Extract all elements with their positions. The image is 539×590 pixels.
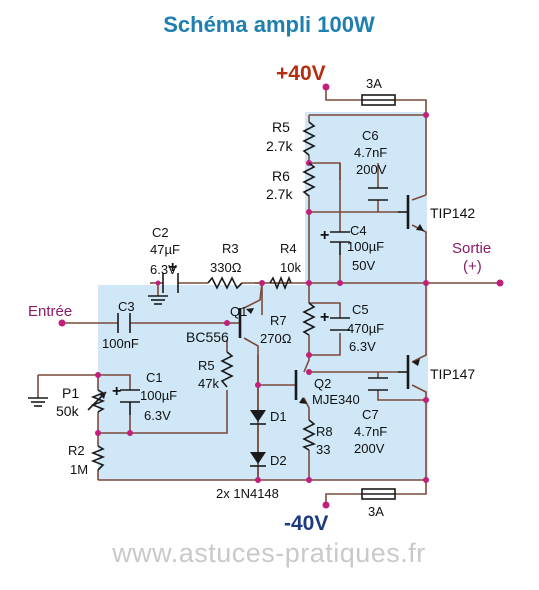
r5-bottom-ref: R5 (198, 358, 215, 373)
q2-ref: Q2 (314, 376, 331, 391)
transistor-tip142-symbol (398, 195, 424, 231)
fuse-top-symbol (361, 94, 396, 106)
c6-value: 4.7nF (354, 145, 387, 160)
resistor-r7-symbol (302, 302, 316, 336)
input-label: Entrée (28, 303, 72, 320)
resistor-r6-symbol (302, 162, 316, 197)
resistor-r4-symbol (269, 275, 292, 291)
c2-voltage: 6.3V (150, 262, 177, 277)
p1-ref: P1 (62, 385, 79, 401)
c2-ref: C2 (152, 225, 169, 240)
diode-d2-symbol (250, 452, 266, 467)
c1-value: 100µF (140, 388, 177, 403)
resistor-r2-symbol (90, 445, 106, 471)
tip142-label: TIP142 (430, 205, 475, 221)
c7-ref: C7 (362, 407, 379, 422)
ground-c2-symbol (148, 295, 168, 305)
watermark: www.astuces-pratiques.fr (111, 538, 426, 568)
q2-part: MJE340 (312, 392, 360, 407)
resistor-r5-top-symbol (302, 121, 316, 156)
c3-value: 100nF (102, 336, 139, 351)
c4-value: 100µF (347, 239, 384, 254)
fuse-bottom-label: 3A (368, 504, 384, 519)
diode-d1-symbol (250, 410, 266, 425)
c5-voltage: 6.3V (349, 339, 376, 354)
board-background (98, 112, 428, 480)
diodes-note: 2x 1N4148 (216, 486, 279, 501)
q1-part: BC556 (186, 329, 229, 345)
r5-bottom-value: 47k (198, 376, 219, 391)
capacitor-c3-symbol (117, 313, 131, 333)
resistor-r5-bottom-symbol (220, 351, 234, 388)
c4-voltage: 50V (352, 258, 375, 273)
transistor-q2-symbol (294, 370, 307, 404)
r8-ref: R8 (316, 424, 333, 439)
p1-value: 50k (56, 403, 80, 419)
potentiometer-p1-symbol (87, 389, 107, 413)
c4-plus-mark: + (320, 227, 329, 244)
capacitor-c5-symbol (330, 317, 350, 331)
tip147-label: TIP147 (430, 366, 475, 382)
c2-value: 47µF (150, 242, 180, 257)
junction-dots (58, 83, 504, 509)
q1-ref: Q1 (230, 304, 247, 319)
output-polarity: (+) (463, 258, 482, 275)
r7-ref: R7 (270, 313, 287, 328)
r4-value: 10k (280, 260, 301, 275)
capacitor-c1-symbol (120, 389, 140, 415)
fuse-top-label: 3A (366, 76, 382, 91)
negative-rail-label: -40V (284, 512, 328, 535)
transistor-q1-symbol (238, 308, 254, 338)
c5-value: 470µF (347, 321, 384, 336)
r2-value: 1M (70, 462, 88, 477)
resistor-r8-symbol (302, 419, 317, 451)
c7-value: 4.7nF (354, 424, 387, 439)
c7-voltage: 200V (354, 441, 385, 456)
page-title: Schéma ampli 100W (163, 12, 375, 37)
ground-left-symbol (28, 397, 48, 407)
output-label: Sortie (452, 240, 491, 257)
wiring (37, 87, 500, 505)
r6-ref: R6 (272, 168, 290, 184)
c2-plus-mark: + (168, 259, 177, 276)
r6-value: 2.7k (266, 186, 293, 202)
c1-plus-mark: + (112, 383, 121, 400)
c3-ref: C3 (118, 299, 135, 314)
positive-rail-label: +40V (276, 62, 326, 85)
capacitor-c4-symbol (330, 231, 350, 255)
c4-ref: C4 (350, 223, 367, 238)
transistor-tip147-symbol (398, 355, 420, 389)
capacitor-c2-symbol (162, 273, 179, 293)
r2-ref: R2 (68, 443, 85, 458)
c1-voltage: 6.3V (144, 408, 171, 423)
r3-ref: R3 (222, 241, 239, 256)
r7-value: 270Ω (260, 331, 292, 346)
r3-value: 330Ω (210, 260, 242, 275)
capacitor-c6-symbol (368, 187, 388, 201)
r5-top-value: 2.7k (266, 138, 293, 154)
r5-top-ref: R5 (272, 119, 290, 135)
r4-ref: R4 (280, 241, 297, 256)
c1-ref: C1 (146, 370, 163, 385)
d2-ref: D2 (270, 453, 287, 468)
r8-value: 33 (316, 442, 330, 457)
c6-voltage: 200V (356, 162, 387, 177)
c5-plus-mark: + (320, 309, 329, 326)
fuse-bottom-symbol (361, 488, 396, 500)
resistor-r3-symbol (207, 276, 243, 290)
c6-ref: C6 (362, 128, 379, 143)
c5-ref: C5 (352, 302, 369, 317)
capacitor-c7-symbol (368, 377, 388, 391)
d1-ref: D1 (270, 409, 287, 424)
